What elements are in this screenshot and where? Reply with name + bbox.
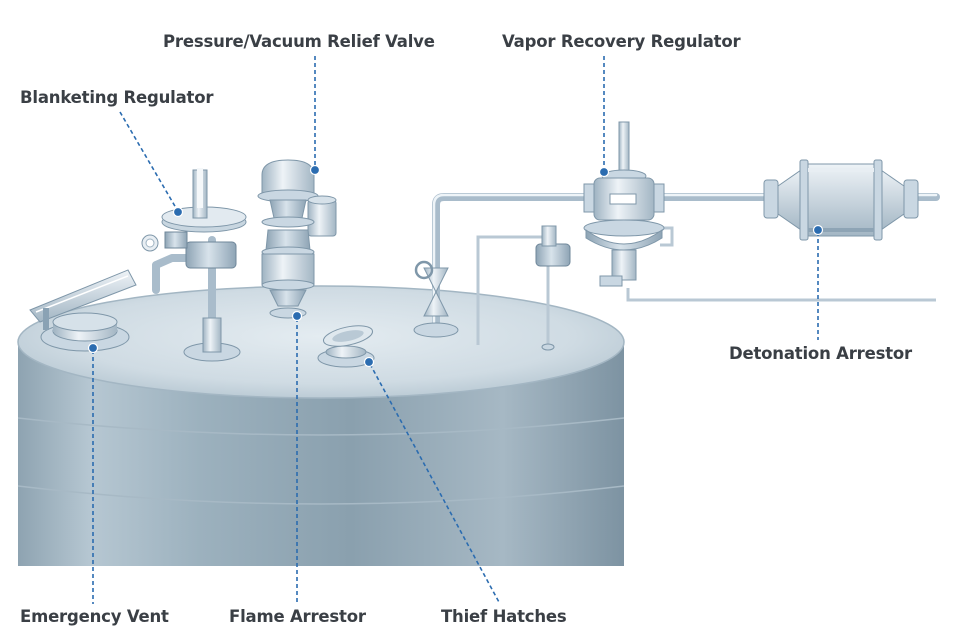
label-emergency-vent: Emergency Vent bbox=[20, 607, 169, 626]
thief-hatch-equipment bbox=[317, 325, 375, 368]
tank-seam-2 bbox=[17, 485, 625, 505]
detonation-arrestor-equipment bbox=[763, 159, 919, 241]
marker-vapor-recovery-regulator bbox=[598, 166, 610, 178]
pilot-regulator bbox=[535, 225, 571, 351]
vapor-recovery-regulator-equipment bbox=[583, 121, 665, 287]
blanketing-regulator-equipment bbox=[141, 168, 247, 362]
label-vapor-recovery-regulator: Vapor Recovery Regulator bbox=[502, 32, 741, 51]
label-blanketing-regulator: Blanketing Regulator bbox=[20, 88, 214, 107]
leader-blanketing-regulator bbox=[119, 111, 177, 209]
tank-roof bbox=[17, 285, 625, 399]
marker-pressure-vacuum-relief-valve bbox=[309, 164, 321, 176]
label-thief-hatches: Thief Hatches bbox=[441, 607, 567, 626]
tank-shell bbox=[18, 340, 624, 566]
label-flame-arrestor: Flame Arrestor bbox=[229, 607, 366, 626]
flame-arrestor-equipment bbox=[261, 229, 315, 319]
storage-tank bbox=[17, 285, 625, 566]
marker-emergency-vent bbox=[87, 342, 99, 354]
emergency-vent-equipment bbox=[29, 269, 137, 352]
marker-thief-hatches bbox=[363, 356, 375, 368]
tank-seam-1 bbox=[17, 417, 625, 436]
leader-thief-hatches bbox=[369, 363, 501, 605]
marker-detonation-arrestor bbox=[812, 224, 824, 236]
isolation-valve bbox=[413, 260, 459, 338]
pressure-vacuum-relief-valve-equipment bbox=[257, 159, 337, 237]
label-detonation-arrestor: Detonation Arrestor bbox=[729, 344, 912, 363]
leader-lines bbox=[87, 56, 824, 605]
marker-blanketing-regulator bbox=[172, 206, 184, 218]
label-pressure-vacuum-relief-valve: Pressure/Vacuum Relief Valve bbox=[163, 32, 435, 51]
marker-flame-arrestor bbox=[291, 310, 303, 322]
